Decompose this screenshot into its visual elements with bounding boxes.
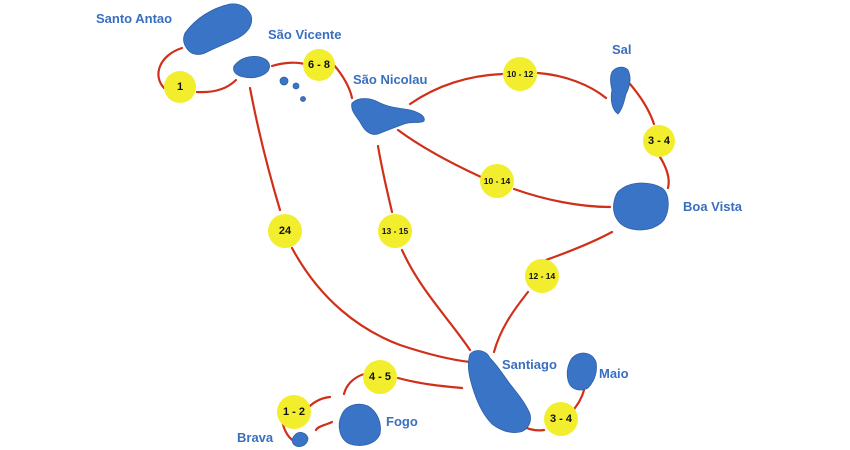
- label-sao-vicente: São Vicente: [268, 27, 341, 42]
- label-sal: Sal: [612, 42, 632, 57]
- label-boa-vista: Boa Vista: [683, 199, 743, 214]
- badge-sao-nicolau-boa-vista: 10 - 14: [480, 164, 514, 198]
- island-fogo: [338, 403, 381, 446]
- svg-text:10 - 12: 10 - 12: [507, 69, 534, 79]
- route-santo-antao-sao-vicente: [157, 46, 238, 94]
- label-fogo: Fogo: [386, 414, 418, 429]
- route-boa-vista-santiago: [492, 230, 614, 354]
- route-sao-nicolau-santiago: [376, 144, 472, 352]
- svg-text:6 - 8: 6 - 8: [308, 59, 330, 71]
- badges-layer: 1 6 - 8 10 - 12 3 - 4 10 - 14 24 13 - 15: [164, 49, 675, 436]
- label-santiago: Santiago: [502, 357, 557, 372]
- svg-text:10 - 14: 10 - 14: [484, 176, 511, 186]
- svg-text:1: 1: [177, 81, 183, 93]
- badge-santo-antao-sao-vicente: 1: [164, 71, 196, 103]
- island-maio: [566, 352, 597, 391]
- route-sao-vicente-sao-nicolau: [270, 61, 354, 100]
- island-boa-vista: [613, 182, 669, 231]
- svg-text:4 - 5: 4 - 5: [369, 371, 391, 383]
- svg-text:13 - 15: 13 - 15: [382, 226, 409, 236]
- route-sao-nicolau-sal: [408, 71, 608, 106]
- badge-fogo-brava: 1 - 2: [277, 395, 311, 429]
- svg-text:24: 24: [279, 225, 292, 237]
- route-santiago-fogo: [342, 372, 464, 396]
- badge-sao-vicente-sao-nicolau: 6 - 8: [303, 49, 335, 81]
- islands-layer: [183, 3, 669, 447]
- badge-sao-nicolau-sal: 10 - 12: [503, 57, 537, 91]
- island-sal: [610, 66, 631, 115]
- badge-boa-vista-santiago: 12 - 14: [525, 259, 559, 293]
- label-sao-nicolau: São Nicolau: [353, 72, 427, 87]
- svg-text:1 - 2: 1 - 2: [283, 406, 305, 418]
- islet-raso: [300, 96, 306, 102]
- island-santiago: [467, 350, 531, 433]
- badge-santiago-fogo: 4 - 5: [363, 360, 397, 394]
- badge-sao-vicente-santiago: 24: [268, 214, 302, 248]
- island-brava: [291, 432, 309, 447]
- label-santo-antao: Santo Antao: [96, 11, 172, 26]
- svg-text:3 - 4: 3 - 4: [550, 413, 573, 425]
- badge-santiago-maio: 3 - 4: [544, 402, 578, 436]
- svg-text:3 - 4: 3 - 4: [648, 135, 671, 147]
- island-sao-nicolau: [351, 98, 425, 135]
- route-sal-boa-vista: [628, 82, 670, 190]
- labels-layer: Santo Antao São Vicente São Nicolau Sal …: [96, 11, 743, 445]
- label-brava: Brava: [237, 430, 274, 445]
- island-sao-vicente: [233, 56, 270, 79]
- label-maio: Maio: [599, 366, 629, 381]
- islet-santa-luzia: [279, 76, 289, 86]
- route-sao-vicente-santiago: [248, 86, 472, 364]
- badge-sal-boa-vista: 3 - 4: [643, 125, 675, 157]
- svg-text:12 - 14: 12 - 14: [529, 271, 556, 281]
- islet-branco: [292, 82, 300, 90]
- badge-sao-nicolau-santiago: 13 - 15: [378, 214, 412, 248]
- island-santo-antao: [183, 3, 253, 55]
- route-sao-nicolau-boa-vista: [396, 128, 612, 209]
